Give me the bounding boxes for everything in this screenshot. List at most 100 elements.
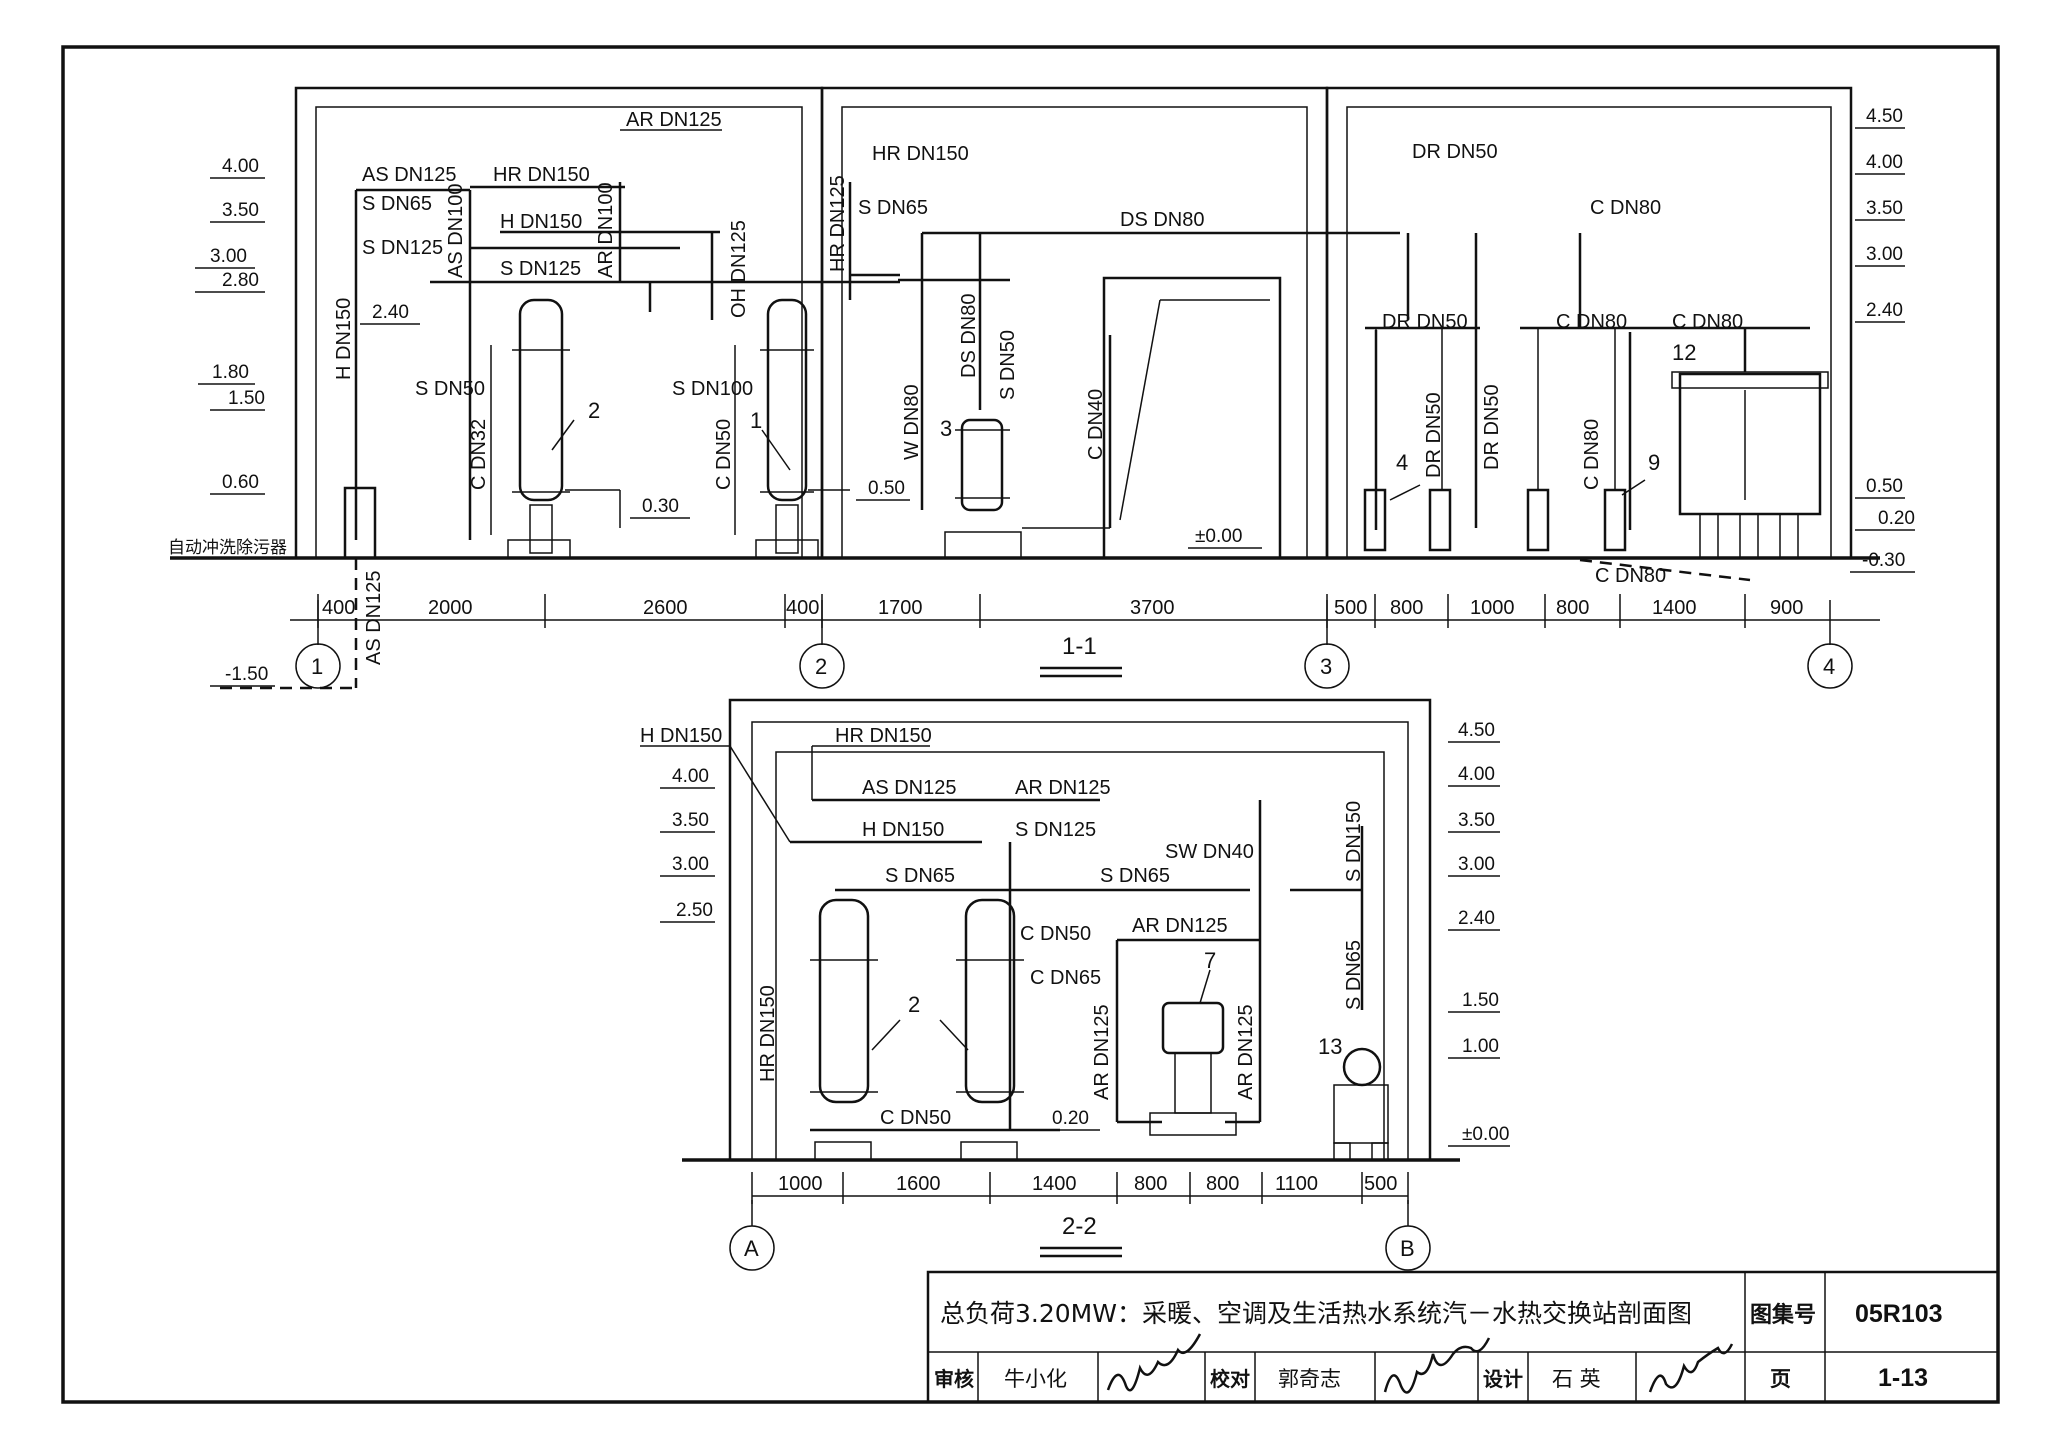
label2-sw-dn40: SW DN40 xyxy=(1165,841,1254,863)
water-tank-12 xyxy=(1671,371,1829,559)
level-2-80: 2.80 xyxy=(222,270,259,291)
reviewer-name: 牛小化 xyxy=(1004,1367,1067,1391)
level-r-2-40: 2.40 xyxy=(1866,300,1903,321)
mark-3: 3 xyxy=(940,416,952,441)
label-h-dn150-v: H DN150 xyxy=(333,298,355,380)
dimensions-section-1: 400 2000 2600 400 1700 3700 500 800 1000… xyxy=(290,594,1880,628)
level-1-50: 1.50 xyxy=(228,388,265,409)
dim-800-b: 800 xyxy=(1556,597,1589,619)
checker-signature xyxy=(1383,1337,1491,1394)
dim-1700: 1700 xyxy=(878,597,923,619)
level-0-50: 0.50 xyxy=(868,478,905,499)
level2-4-00: 4.00 xyxy=(672,766,709,787)
auto-flush-filter xyxy=(343,486,377,560)
levels-right-section-1: 4.50 4.00 3.50 3.00 2.40 0.50 0.20 -0.30 xyxy=(1850,106,1915,573)
dim-500: 500 xyxy=(1334,597,1367,619)
dim2-800-b: 800 xyxy=(1206,1173,1239,1195)
level-minus-1-50: -1.50 xyxy=(225,664,268,685)
label-c-dn80-h1: C DN80 xyxy=(1556,311,1627,333)
dim-900: 900 xyxy=(1770,597,1803,619)
reviewer-signature xyxy=(1106,1333,1202,1392)
level2-r-0-00: ±0.00 xyxy=(1462,1124,1509,1145)
label2-ar-dn125-top: AR DN125 xyxy=(1015,777,1111,799)
mark2-2: 2 xyxy=(908,992,920,1017)
heat-exchangers-section-2 xyxy=(810,898,1024,1161)
label-s-dn100: S DN100 xyxy=(672,378,753,400)
level-r-minus-0-30: -0.30 xyxy=(1862,550,1905,571)
level2-r-4-00: 4.00 xyxy=(1458,764,1495,785)
auto-flush-label: 自动冲洗除污器 xyxy=(168,538,287,558)
label-ar-dn125-top: AR DN125 xyxy=(626,109,722,131)
equipment-marks-section-2: 2 7 13 xyxy=(908,948,1342,1059)
label-as-dn125-bottom: AS DN125 xyxy=(363,571,385,666)
dim-3700: 3700 xyxy=(1130,597,1175,619)
title-block: 总负荷3.20MW：采暖、空调及生活热水系统汽－水热交换站剖面图 图集号 05R… xyxy=(926,1270,2000,1404)
level-inner-section-2: 0.20 xyxy=(1040,1108,1100,1131)
label-s-dn65-a: S DN65 xyxy=(362,193,432,215)
label2-c-dn50: C DN50 xyxy=(1020,923,1091,945)
label-as-dn100: AS DN100 xyxy=(445,184,467,279)
check-label: 校对 xyxy=(1210,1367,1250,1391)
page-number: 1-13 xyxy=(1878,1364,1928,1392)
levels-left-section-2: 4.00 3.50 3.00 2.50 xyxy=(660,766,715,923)
axis-a: A xyxy=(744,1236,759,1261)
level-r-0-50: 0.50 xyxy=(1866,476,1903,497)
label-h-dn150: H DN150 xyxy=(500,211,582,233)
label-s-dn125-a: S DN125 xyxy=(362,237,443,259)
dim2-800: 800 xyxy=(1134,1173,1167,1195)
level-1-80: 1.80 xyxy=(212,362,249,383)
section-2-2: H DN150 HR DN150 AS DN125 AR DN125 H DN1… xyxy=(640,698,1510,1271)
label-c-dn80-v: C DN80 xyxy=(1581,419,1603,490)
label2-s-dn125: S DN125 xyxy=(1015,819,1096,841)
dim2-1000: 1000 xyxy=(778,1173,823,1195)
mark2-13: 13 xyxy=(1318,1034,1342,1059)
level-0-30: 0.30 xyxy=(642,496,679,517)
level2-r-1-00: 1.00 xyxy=(1462,1036,1499,1057)
level2-r-4-50: 4.50 xyxy=(1458,720,1495,741)
label-dr-dn50-v1: DR DN50 xyxy=(1423,392,1445,478)
label-c-dn50-a: C DN50 xyxy=(713,419,735,490)
level2-r-1-50: 1.50 xyxy=(1462,990,1499,1011)
sheet-border xyxy=(61,45,2000,1404)
dimensions-section-2: 1000 1600 1400 800 800 1100 500 xyxy=(751,1172,1409,1204)
level-r-4-50: 4.50 xyxy=(1866,106,1903,127)
label2-ar-dn125-mid: AR DN125 xyxy=(1132,915,1228,937)
label2-hr-dn150-top: HR DN150 xyxy=(835,725,932,747)
label-dr-dn50-v2: DR DN50 xyxy=(1481,384,1503,470)
label2-s-dn65-v: S DN65 xyxy=(1343,940,1365,1010)
label-w-dn80: W DN80 xyxy=(901,384,923,460)
label-hr-dn150-a: HR DN150 xyxy=(493,164,590,186)
dim2-1600: 1600 xyxy=(896,1173,941,1195)
water-treatment-unit xyxy=(1102,276,1282,558)
flash-tank-3 xyxy=(944,418,1022,559)
heat-exchanger-2-section-1 xyxy=(490,298,621,559)
mark-4: 4 xyxy=(1396,450,1408,475)
level-2-40: 2.40 xyxy=(372,302,409,323)
level2-2-50: 2.50 xyxy=(676,900,713,921)
label2-c-dn50-bottom: C DN50 xyxy=(880,1107,951,1129)
label-hr-dn125: HR DN125 xyxy=(827,175,849,272)
label2-ar-dn125-v1: AR DN125 xyxy=(1091,1004,1113,1100)
mark-9: 9 xyxy=(1648,450,1660,475)
dim-2600: 2600 xyxy=(643,597,688,619)
axes-section-2: A B xyxy=(729,1200,1431,1271)
label-c-dn32: C DN32 xyxy=(468,419,490,490)
dim2-1100: 1100 xyxy=(1275,1173,1318,1195)
label2-h-dn150-h: H DN150 xyxy=(862,819,944,841)
review-label: 审核 xyxy=(934,1367,974,1391)
levels-inner-section-1: 0.30 0.50 ±0.00 xyxy=(630,478,1262,549)
label-c-dn80-bottom: C DN80 xyxy=(1595,565,1666,587)
label-oh-dn125: OH DN125 xyxy=(728,220,750,318)
label2-hr-dn150-v: HR DN150 xyxy=(757,985,779,1082)
dim2-500: 500 xyxy=(1364,1173,1397,1195)
label-ds-dn80-h: DS DN80 xyxy=(1120,209,1204,231)
pipe-labels-section-2: H DN150 HR DN150 AS DN125 AR DN125 H DN1… xyxy=(640,725,1365,1129)
level-r-4-00: 4.00 xyxy=(1866,152,1903,173)
label2-as-dn125: AS DN125 xyxy=(862,777,957,799)
label2-h-dn150: H DN150 xyxy=(640,725,722,747)
page-label: 页 xyxy=(1770,1367,1791,1391)
label2-s-dn150: S DN150 xyxy=(1343,801,1365,882)
level2-3-00: 3.00 xyxy=(672,854,709,875)
levels-left-section-1: 4.00 3.50 3.00 2.80 2.40 1.80 1.50 0.60 … xyxy=(195,156,420,687)
